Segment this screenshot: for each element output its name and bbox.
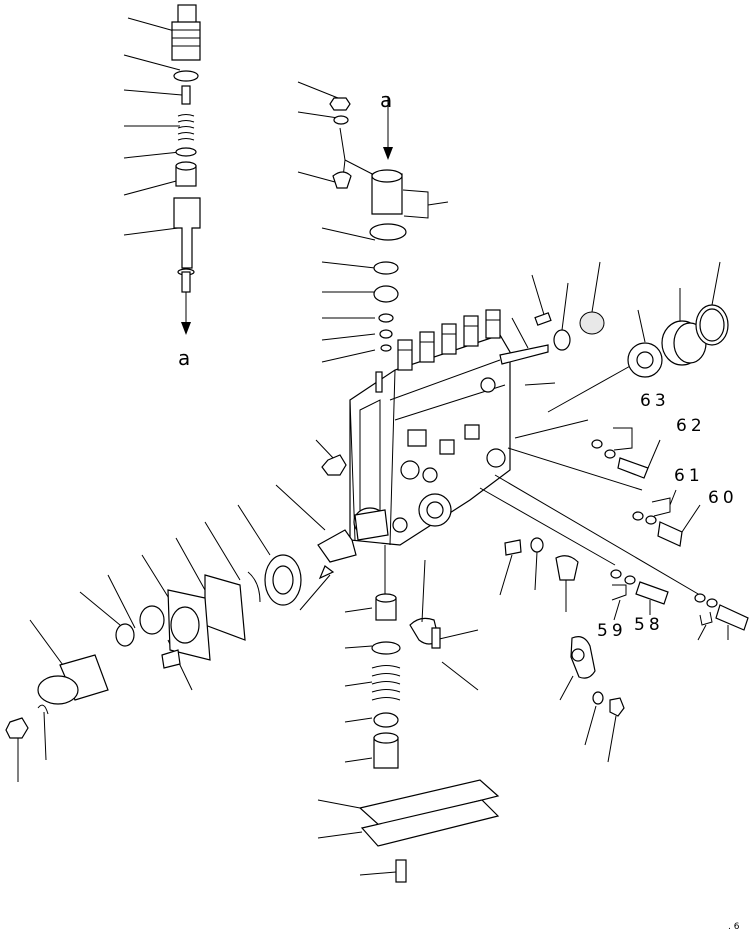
part-number-62: 62 — [676, 416, 706, 436]
reference-letter-bottom: a — [178, 346, 191, 370]
page-marker: . 6 — [728, 922, 740, 932]
center-upper-stack — [297, 81, 449, 363]
pump-housing — [317, 309, 549, 563]
right-side-parts — [479, 261, 749, 763]
upper-left-valve-stack — [123, 4, 201, 335]
part-number-59: 59 — [597, 621, 627, 641]
center-lower-stack — [317, 545, 500, 883]
part-number-58: 58 — [634, 615, 664, 635]
part-number-63: 63 — [640, 391, 670, 411]
part-number-61: 61 — [674, 466, 704, 486]
reference-letter-top: a — [380, 88, 393, 112]
part-number-60: 60 — [708, 488, 738, 508]
left-drive-assembly — [5, 439, 347, 782]
